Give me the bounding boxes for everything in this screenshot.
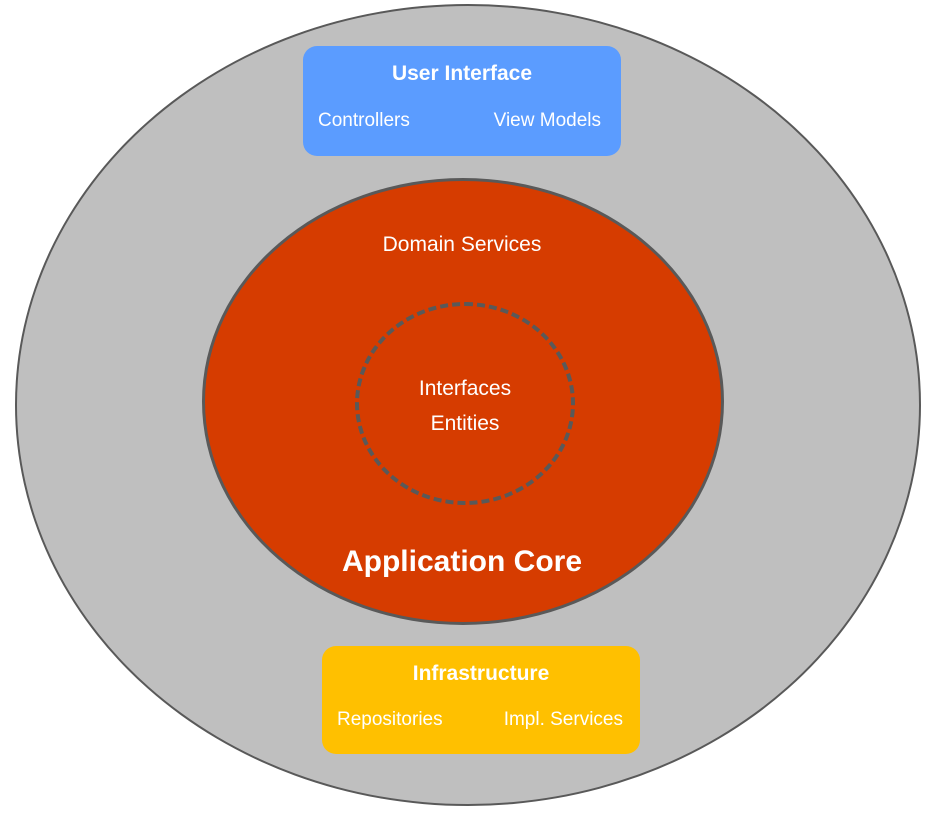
infrastructure-box: Infrastructure Repositories Impl. Servic… (322, 646, 640, 754)
impl-services-label: Impl. Services (503, 709, 623, 730)
domain-services-label: Domain Services (382, 233, 542, 256)
infrastructure-title: Infrastructure (412, 662, 550, 685)
controllers-label: Controllers (318, 110, 410, 131)
inner-labels: Interfaces Entities (365, 371, 565, 441)
repositories-label: Repositories (337, 709, 443, 730)
application-core-title: Application Core (341, 545, 582, 578)
entities-label: Entities (430, 412, 500, 435)
domain-model-dashed-circle (355, 302, 575, 505)
view-models-label: View Models (493, 110, 601, 131)
interfaces-label: Interfaces (418, 377, 512, 400)
user-interface-title: User Interface (391, 62, 533, 85)
user-interface-box: User Interface Controllers View Models (303, 46, 621, 156)
